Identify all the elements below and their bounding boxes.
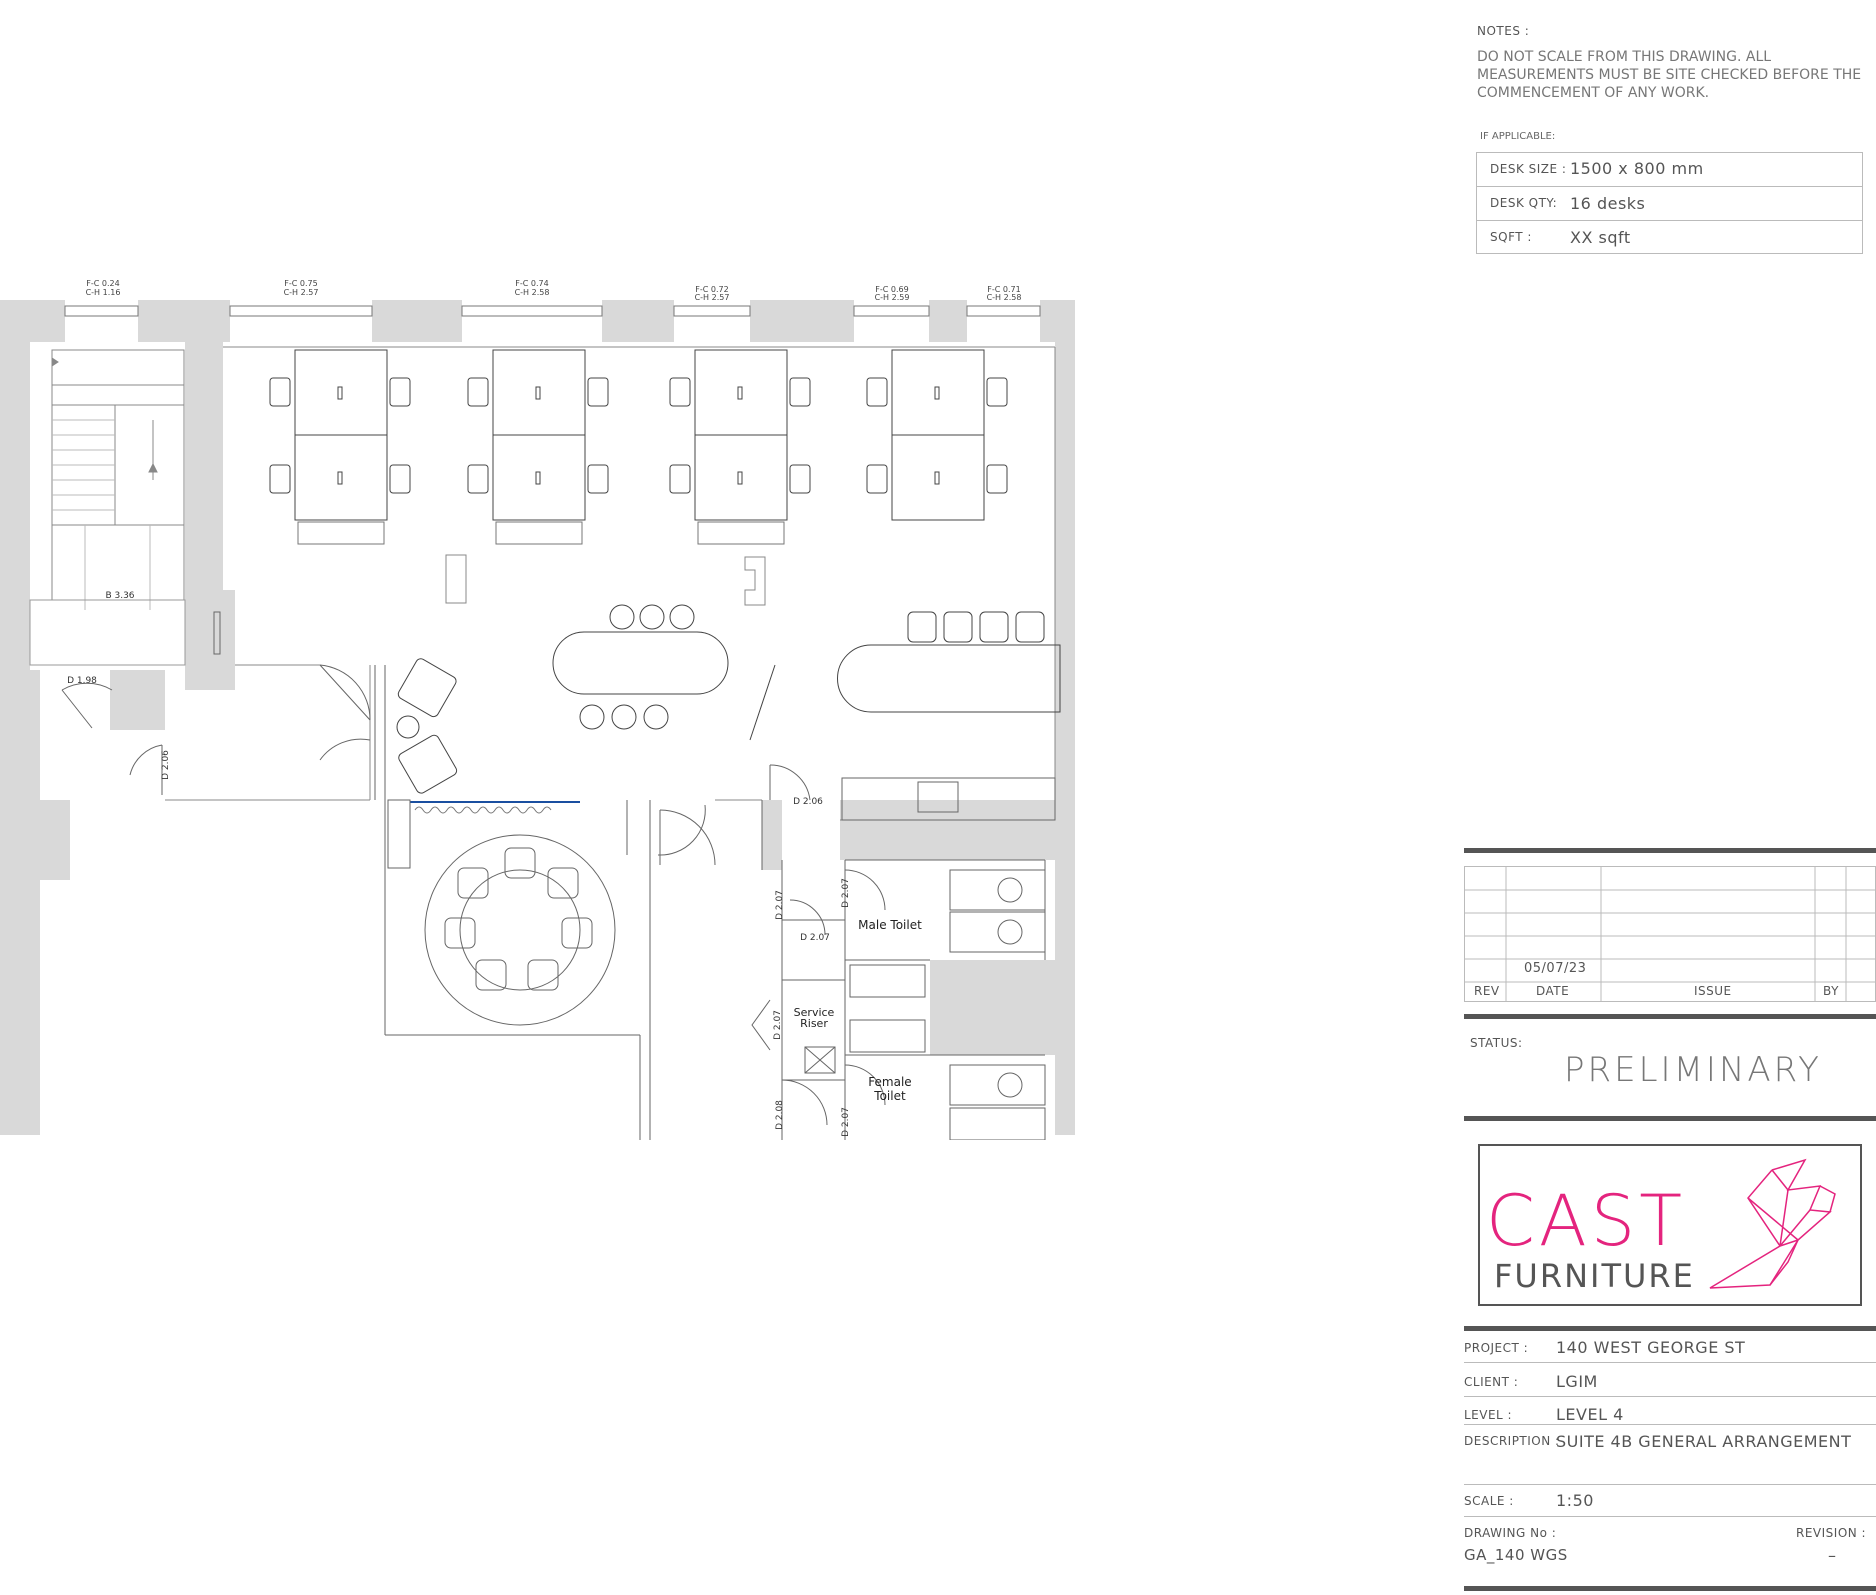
if-applicable-label: IF APPLICABLE: (1480, 131, 1556, 142)
notes-heading: NOTES : (1477, 24, 1530, 38)
revision-header-by: BY (1823, 984, 1839, 998)
project-label: PROJECT : (1464, 1341, 1529, 1355)
floor-plan: F-C 0.24 C-H 1.16 F-C 0.75 C-H 2.57 F-C … (0, 279, 1075, 1140)
description-value: SUITE 4B GENERAL ARRANGEMENT (1556, 1432, 1852, 1451)
level-value: LEVEL 4 (1556, 1405, 1624, 1424)
label-d198: D 1.98 (67, 676, 97, 686)
spec-desk-qty-label: DESK QTY: (1490, 196, 1558, 210)
label-d206b: D 2.06 (793, 797, 823, 807)
window-tag-3-fc: F-C 0.74 (515, 279, 548, 288)
drawing-no-label: DRAWING No : (1464, 1526, 1557, 1540)
toilet-block (751, 800, 1046, 1140)
window-tag-2-ch: C-H 2.57 (284, 288, 319, 297)
label-d207a: D 2.07 (775, 890, 785, 920)
origami-bird-icon (1709, 1158, 1836, 1289)
notes-line-1: DO NOT SCALE FROM THIS DRAWING. ALL (1477, 49, 1772, 65)
window-tag-6-fc: F-C 0.71 (987, 285, 1020, 294)
scale-label: SCALE : (1464, 1494, 1514, 1508)
revision-header-rev: REV (1474, 984, 1500, 998)
desk-cluster-3 (669, 349, 811, 545)
label-d207c: D 2.07 (800, 933, 830, 943)
level-label: LEVEL : (1464, 1408, 1513, 1422)
label-d206a: D 2.06 (161, 750, 171, 780)
title-block: NOTES : DO NOT SCALE FROM THIS DRAWING. … (1460, 0, 1876, 1595)
revision-header-issue: ISSUE (1694, 984, 1732, 998)
label-female-toilet-1: Female (868, 1075, 911, 1089)
window-tag-2-fc: F-C 0.75 (284, 279, 317, 288)
label-service-riser-1: Service (794, 1006, 835, 1019)
window-tag-4-fc: F-C 0.72 (695, 285, 728, 294)
drawing-no-value: GA_140 WGS (1464, 1546, 1568, 1564)
spec-sqft-value: XX sqft (1570, 228, 1631, 247)
label-d207d: D 2.07 (773, 1010, 783, 1040)
stair-core (29, 349, 221, 666)
logo-box (1478, 1144, 1862, 1306)
label-d207e: D 2.07 (841, 1107, 851, 1137)
label-service-riser-2: Riser (800, 1017, 828, 1030)
logo-furniture: FURNITURE (1494, 1257, 1695, 1295)
stair-treads (52, 419, 151, 610)
window-tag-4-ch: C-H 2.57 (695, 293, 730, 302)
label-male-toilet: Male Toilet (858, 918, 922, 932)
revision-table (1464, 866, 1876, 1002)
label-d208: D 2.08 (775, 1100, 785, 1130)
window-tag-5-ch: C-H 2.59 (875, 293, 910, 302)
doors (61, 664, 811, 866)
plan-labels: Male Toilet Service Riser Female Toilet … (773, 878, 922, 1137)
walls (0, 300, 1075, 1135)
project-value: 140 WEST GEORGE ST (1556, 1338, 1746, 1357)
client-value: LGIM (1556, 1372, 1598, 1391)
desk-clusters (269, 349, 1008, 545)
window-tags: F-C 0.24 C-H 1.16 F-C 0.75 C-H 2.57 F-C … (86, 279, 1022, 302)
window-tag-1-ch: C-H 1.16 (86, 288, 121, 297)
breakout-area (396, 554, 1061, 821)
logo-cast: CAST (1486, 1180, 1686, 1262)
spec-desk-size-value: 1500 x 800 mm (1570, 159, 1704, 178)
window-tag-3-ch: C-H 2.58 (515, 288, 550, 297)
revision-date-entry: 05/07/23 (1524, 961, 1587, 976)
revision-value: – (1828, 1546, 1837, 1565)
meeting-chairs (444, 847, 593, 991)
window-tag-5-fc: F-C 0.69 (875, 285, 908, 294)
client-label: CLIENT : (1464, 1375, 1519, 1389)
spec-table (1476, 152, 1863, 254)
label-female-toilet-2: Toilet (873, 1089, 906, 1103)
office-outline (165, 346, 1056, 821)
desk-cluster-4 (866, 349, 1008, 521)
desk-cluster-1 (269, 349, 411, 545)
status-label: STATUS: (1470, 1036, 1523, 1050)
spec-sqft-label: SQFT : (1490, 230, 1532, 244)
spec-desk-qty-value: 16 desks (1570, 194, 1646, 213)
desk-cluster-2 (467, 349, 609, 545)
revision-label: REVISION : (1796, 1526, 1867, 1540)
label-b336: B 3.36 (105, 591, 134, 601)
label-d207b: D 2.07 (841, 878, 851, 908)
description-label: DESCRIPTION : (1464, 1434, 1560, 1448)
window-tag-1-fc: F-C 0.24 (86, 279, 119, 288)
status-value: PRELIMINARY (1564, 1050, 1822, 1090)
notes-line-2: MEASUREMENTS MUST BE SITE CHECKED BEFORE… (1477, 67, 1862, 83)
revision-header-date: DATE (1536, 984, 1570, 998)
scale-value: 1:50 (1556, 1491, 1594, 1510)
meeting-room (374, 665, 706, 1140)
spec-desk-size-label: DESK SIZE : (1490, 162, 1567, 176)
windows (64, 305, 1041, 317)
window-tag-6-ch: C-H 2.58 (987, 293, 1022, 302)
notes-line-3: COMMENCEMENT OF ANY WORK. (1477, 85, 1710, 101)
